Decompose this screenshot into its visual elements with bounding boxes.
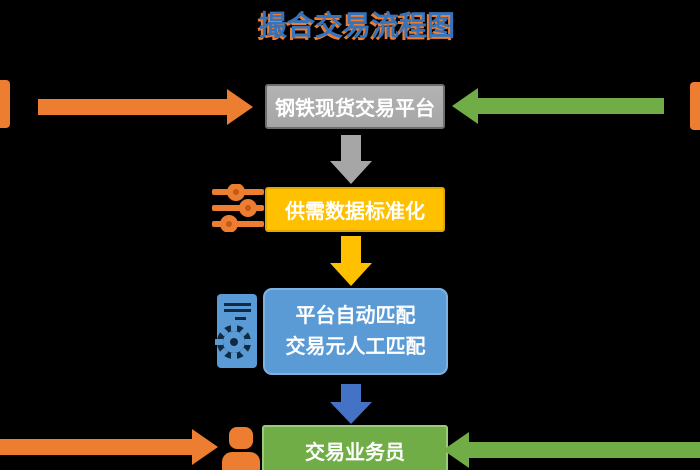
node-trading-salesperson: 交易业务员 xyxy=(262,425,448,470)
arrow-left-into-platform xyxy=(452,88,664,124)
arrow-down-standardization-to-matching xyxy=(330,236,372,286)
node-steel-spot-trading-platform: 钢铁现货交易平台 xyxy=(265,84,445,129)
node-label: 交易业务员 xyxy=(305,441,405,464)
clipped-orange-source-icon-right xyxy=(690,82,700,130)
node-label: 供需数据标准化 xyxy=(285,201,425,223)
page-title: 撮合交易流程图 撮合交易流程图 xyxy=(248,6,462,43)
node-platform-auto-and-manual-matching: 平台自动匹配 交易元人工匹配 xyxy=(263,288,448,375)
arrow-down-matching-to-salesperson xyxy=(330,384,372,424)
arrow-right-into-platform xyxy=(38,89,253,125)
arrow-down-platform-to-standardization xyxy=(330,135,372,184)
node-label-line2: 交易元人工匹配 xyxy=(285,335,426,358)
page-title-blue-layer: 撮合交易流程图 xyxy=(258,10,455,41)
arrow-left-into-salesperson xyxy=(443,432,700,468)
node-label: 钢铁现货交易平台 xyxy=(275,98,435,120)
sliders-icon xyxy=(212,184,264,232)
person-icon xyxy=(222,427,260,470)
arrow-right-into-salesperson xyxy=(0,429,218,465)
clipped-orange-source-icon-left xyxy=(0,80,10,128)
page-title-orange-layer: 撮合交易流程图 xyxy=(256,12,453,43)
node-supply-demand-data-standardization: 供需数据标准化 xyxy=(265,187,445,232)
document-gear-icon xyxy=(215,294,257,368)
node-label-line1: 平台自动匹配 xyxy=(295,304,416,327)
